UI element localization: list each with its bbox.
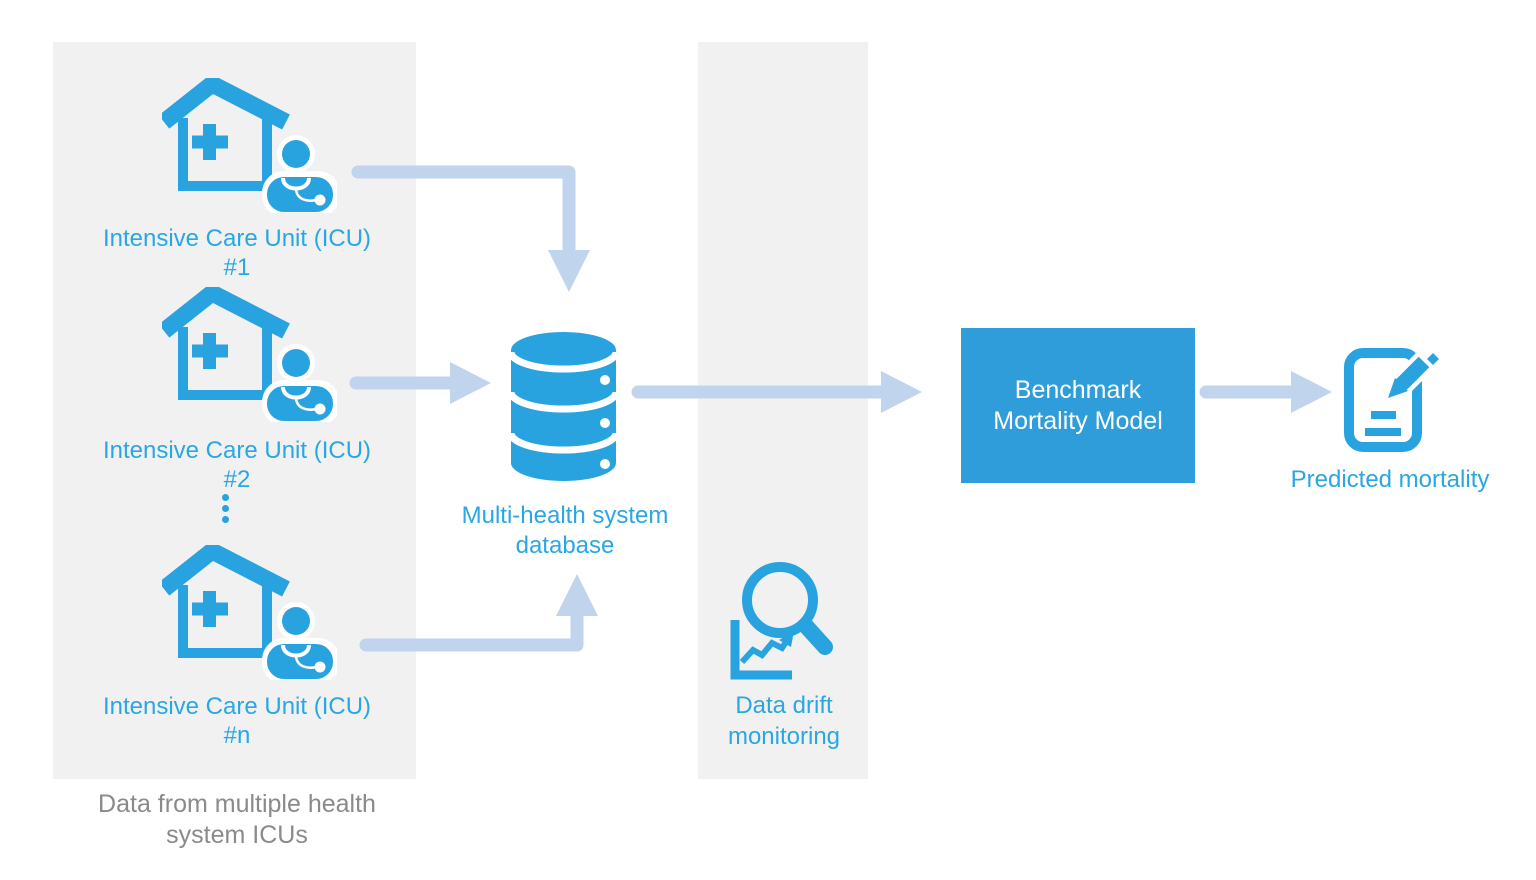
icu1-label-text: Intensive Care Unit (ICU) (102, 225, 372, 252)
panel-caption: Data from multiple health system ICUs (67, 789, 407, 851)
data-drift-monitoring-icon (728, 556, 838, 681)
ellipsis-icon (222, 494, 229, 523)
benchmark-mortality-model-box: Benchmark Mortality Model (961, 328, 1195, 483)
icun-label-text: Intensive Care Unit (ICU) (102, 693, 372, 720)
database-label-line2: database (515, 532, 615, 559)
icu1-label: Intensive Care Unit (ICU) #1 (67, 224, 407, 282)
caption-line1: Data from multiple health (98, 790, 376, 818)
data-drift-panel (698, 42, 868, 779)
model-label-line1: Benchmark (1014, 375, 1142, 404)
caption-line2: system ICUs (166, 821, 308, 849)
icun-label: Intensive Care Unit (ICU) #n (67, 692, 407, 750)
icu2-label: Intensive Care Unit (ICU) #2 (67, 436, 407, 494)
icu2-number: #2 (223, 466, 251, 493)
data-drift-label-line1: Data drift (735, 692, 833, 719)
hospital-doctor-icon (162, 78, 337, 213)
hospital-doctor-icon (162, 287, 337, 422)
hospital-doctor-icon (162, 545, 337, 680)
icun-number: #n (223, 722, 251, 749)
report-pencil-icon (1340, 340, 1440, 455)
database-label: Multi-health system database (395, 501, 735, 561)
icu1-number: #1 (223, 254, 251, 281)
arrow-model-to-output (1199, 371, 1332, 413)
model-label-line2: Mortality Model (993, 406, 1163, 435)
data-drift-label: Data drift monitoring (614, 690, 954, 752)
icu2-label-text: Intensive Care Unit (ICU) (102, 437, 372, 464)
predicted-mortality-label: Predicted mortality (1290, 466, 1490, 493)
database-label-line1: Multi-health system (461, 502, 669, 529)
data-drift-label-line2: monitoring (727, 723, 841, 750)
database-icon (507, 330, 620, 483)
